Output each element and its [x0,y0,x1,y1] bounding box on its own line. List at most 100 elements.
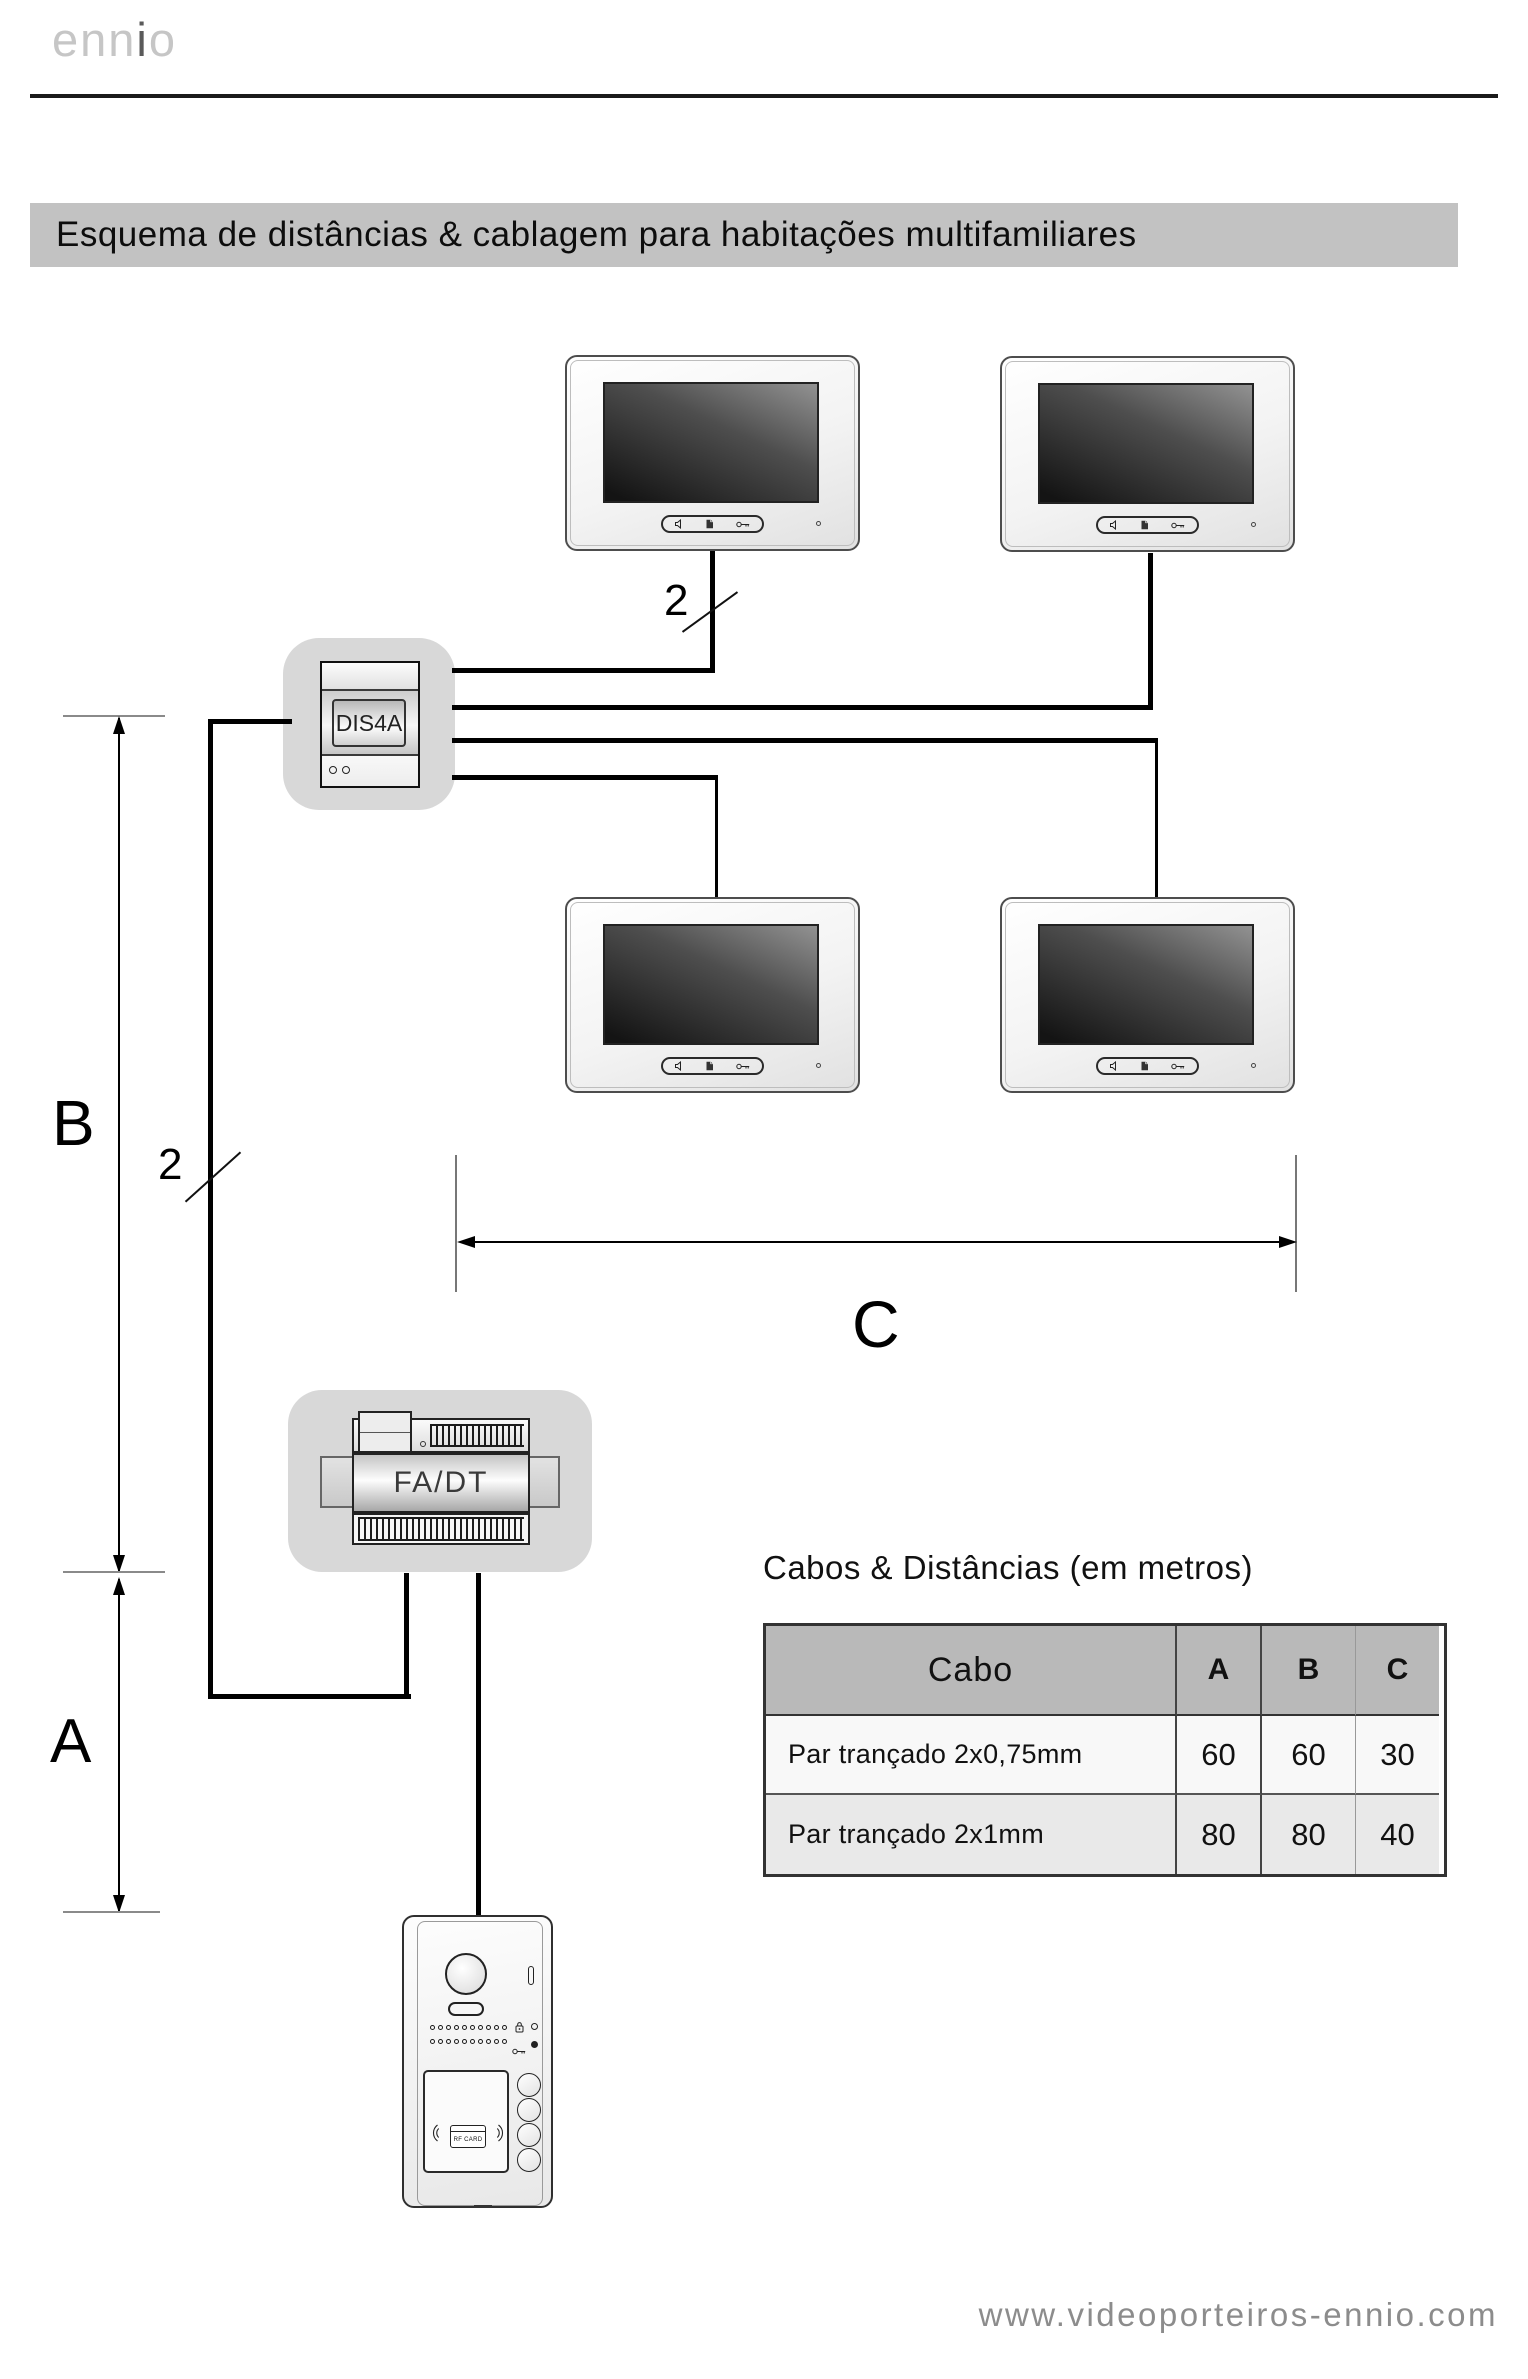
two-wire-count-riser: 2 [158,1140,183,1189]
table-header-b: B [1262,1626,1356,1716]
speaker-hole [494,2039,499,2044]
dim-b-arrow-down [113,1555,125,1573]
speaker-hole [438,2025,443,2030]
dim-c-arrow-left [457,1236,475,1248]
speaker-hole [454,2025,459,2030]
monitor-menu-icon [1140,1061,1149,1071]
table-cell-b-2: 80 [1262,1795,1356,1874]
indoor-monitor-top-left [565,355,860,551]
unlock-key-icon [736,1062,751,1071]
table-cell-b-1: 60 [1262,1716,1356,1795]
table-header-cabo: Cabo [766,1626,1177,1716]
terminal-block-top [430,1424,524,1447]
logo-text: enn [52,13,137,66]
power-supply-label: FA/DT [393,1466,489,1499]
monitor-menu-icon [1140,520,1149,530]
talk-status-led [531,2041,538,2048]
speaker-hole [462,2025,467,2030]
power-led [1251,1063,1256,1068]
dim-c-arrow-right [1279,1236,1297,1248]
dim-a-top-tick [63,1571,165,1573]
distributor-device: DIS4A [320,661,420,788]
power-led [816,1063,821,1068]
call-button-4 [517,2148,541,2172]
dim-c-line [461,1241,1293,1243]
distributor-top-strip [322,663,418,691]
two-wire-slash-riser [184,1151,242,1203]
speaker-hole [430,2039,435,2044]
wire-monitor3-vertical [715,778,718,899]
lock-status-led [531,2023,538,2030]
table-cell-c-2: 40 [1356,1795,1439,1874]
dim-a-line [118,1579,120,1911]
distributor-label: DIS4A [332,699,406,747]
section-title: Esquema de distâncias & cablagem para ha… [56,215,1137,254]
dim-a-arrow-down [113,1895,125,1913]
speaker-icon [1109,1061,1119,1071]
dim-a-arrow-up [113,1577,125,1595]
speaker-icon [1109,520,1119,530]
speaker-grill-row [430,2025,507,2030]
wire-riser-vertical [208,719,213,1699]
speaker-grill [430,2025,507,2044]
speaker-icon [674,1061,684,1071]
monitor-screen [1038,383,1254,504]
wire-power-supply-left [404,1573,409,1699]
rf-card-reader: RF CARD [423,2070,509,2173]
speaker-hole [502,2025,507,2030]
dim-a-label: A [50,1707,92,1776]
table-header-a: A [1177,1626,1262,1716]
speaker-hole [454,2039,459,2044]
speaker-hole [430,2025,435,2030]
rf-wave-left-icon [430,2124,440,2147]
dim-c-label: C [852,1287,900,1361]
speaker-hole [502,2039,507,2044]
camera-bezel [448,2002,484,2016]
rf-card-label: RF CARD [453,2136,483,2143]
terminal-block-bottom [358,1517,524,1541]
rf-card-icon: RF CARD [450,2125,486,2148]
door-station: RF CARD [402,1915,553,2208]
door-station-bottom-notch [474,2205,492,2208]
monitor-screen [1038,924,1254,1045]
header-label: Cabo [927,1650,1014,1689]
camera-lens-icon [445,1953,487,1995]
rf-wave-right-icon [496,2124,506,2147]
table-cell-cable-1: Par trançado 2x0,75mm [766,1716,1177,1795]
unlock-key-icon [1171,1062,1186,1071]
wire-monitor4-vertical [1155,741,1158,899]
lock-icon [514,2020,525,2038]
wire-monitor3-horizontal [452,775,718,780]
table-cell-a-2: 80 [1177,1795,1262,1874]
distributor-bottom-strip [322,754,418,786]
indoor-monitor-bottom-right [1000,897,1295,1093]
dim-c-left-tick [455,1155,457,1292]
unlock-key-icon [736,520,751,529]
power-supply-device: FA/DT [352,1453,530,1513]
wire-monitor1-vertical [710,551,715,673]
header-label: C [1386,1653,1409,1686]
speaker-hole [470,2025,475,2030]
table-header-c: C [1356,1626,1439,1716]
speaker-hole [478,2039,483,2044]
speaker-hole [462,2039,467,2044]
rf-card-band [451,2126,485,2132]
wire-door-station [476,1573,481,1918]
speaker-hole [470,2039,475,2044]
wire-monitor2-horizontal [452,705,1153,710]
microphone-slot-icon [528,1966,534,1985]
monitor-button-bar [661,1057,764,1075]
brand-logo: ennio [52,12,177,67]
dim-c-right-tick [1295,1155,1297,1292]
wire-monitor2-vertical [1148,553,1153,710]
wire-riser-bottom-horizontal [208,1694,411,1699]
section-title-bar: Esquema de distâncias & cablagem para ha… [30,203,1458,267]
dim-a-bottom-tick [63,1911,160,1913]
monitor-button-bar [1096,516,1199,534]
din-clip-left [320,1456,354,1508]
cables-distances-table: Cabo A B C Par trançado 2x0,75mm 60 60 3… [763,1623,1447,1877]
table-cell-cable-2: Par trançado 2x1mm [766,1795,1177,1874]
monitor-button-bar [1096,1057,1199,1075]
logo-text-end: o [148,13,178,66]
